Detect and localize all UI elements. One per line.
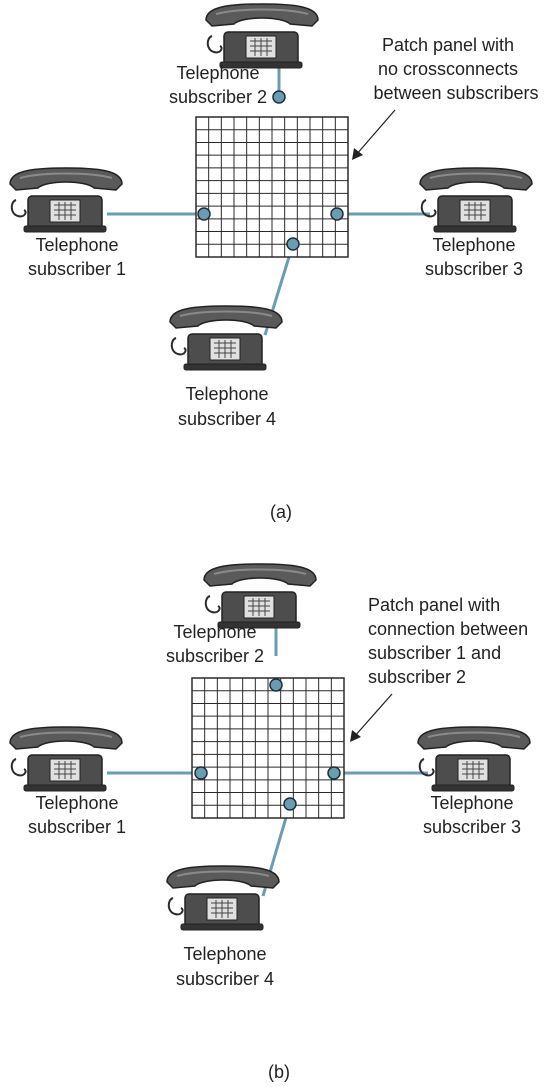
patch-panel-note: Patch panel with <box>382 35 514 55</box>
pointer-arrow <box>353 693 393 738</box>
pointer-arrow <box>355 109 396 156</box>
port-subscriber-3 <box>330 207 344 221</box>
patch-panel-note: no crossconnects <box>378 59 518 79</box>
patch-panel-note: subscriber 1 and <box>368 643 501 663</box>
port-subscriber-2 <box>269 678 283 692</box>
patch-panel-note: Patch panel with <box>368 595 500 615</box>
subscriber-1-label: subscriber 1 <box>28 259 126 279</box>
port-subscriber-1 <box>197 207 211 221</box>
subscriber-1-label: subscriber 1 <box>28 817 126 837</box>
subscriber-4-label: subscriber 4 <box>178 409 276 429</box>
subscriber-2-label: subscriber 2 <box>169 87 267 107</box>
telephone-icon <box>205 3 319 69</box>
port-subscriber-1 <box>194 766 208 780</box>
port-subscriber-4 <box>283 797 297 811</box>
telephone-icon <box>9 167 123 233</box>
subscriber-1-label: Telephone <box>35 793 118 813</box>
port-subscriber-2 <box>272 90 286 104</box>
subscriber-3-label: subscriber 3 <box>425 259 523 279</box>
caption-b: (b) <box>268 1062 290 1082</box>
port-subscriber-3 <box>327 766 341 780</box>
panel-a: Telephone subscriber 2 Telephone subscri… <box>9 3 539 522</box>
telephone-icon <box>169 305 283 371</box>
subscriber-3-label: Telephone <box>432 235 515 255</box>
telephone-icon <box>9 726 123 792</box>
telephone-icon <box>203 563 317 629</box>
subscriber-2-label: Telephone <box>173 622 256 642</box>
pointer-arrowhead <box>350 730 361 742</box>
patch-panel-grid <box>191 677 345 819</box>
port-subscriber-4 <box>286 237 300 251</box>
subscriber-4-label: Telephone <box>185 384 268 404</box>
subscriber-3-label: subscriber 3 <box>423 817 521 837</box>
subscriber-3-label: Telephone <box>430 793 513 813</box>
subscriber-2-label: Telephone <box>176 63 259 83</box>
panel-b: Telephone subscriber 2 Telephone subscri… <box>9 563 531 1082</box>
subscriber-4-label: subscriber 4 <box>176 969 274 989</box>
pointer-arrowhead <box>352 148 363 160</box>
patch-panel-note: between subscribers <box>373 83 538 103</box>
patch-panel-note: subscriber 2 <box>368 667 466 687</box>
subscriber-1-label: Telephone <box>35 235 118 255</box>
telephone-icon <box>419 167 533 233</box>
patch-panel-grid <box>195 116 349 258</box>
patch-panel-note: connection between <box>368 619 528 639</box>
telephone-icon <box>417 726 531 792</box>
subscriber-4-label: Telephone <box>183 944 266 964</box>
subscriber-2-label: subscriber 2 <box>166 646 264 666</box>
telephone-icon <box>166 865 280 931</box>
caption-a: (a) <box>270 502 292 522</box>
